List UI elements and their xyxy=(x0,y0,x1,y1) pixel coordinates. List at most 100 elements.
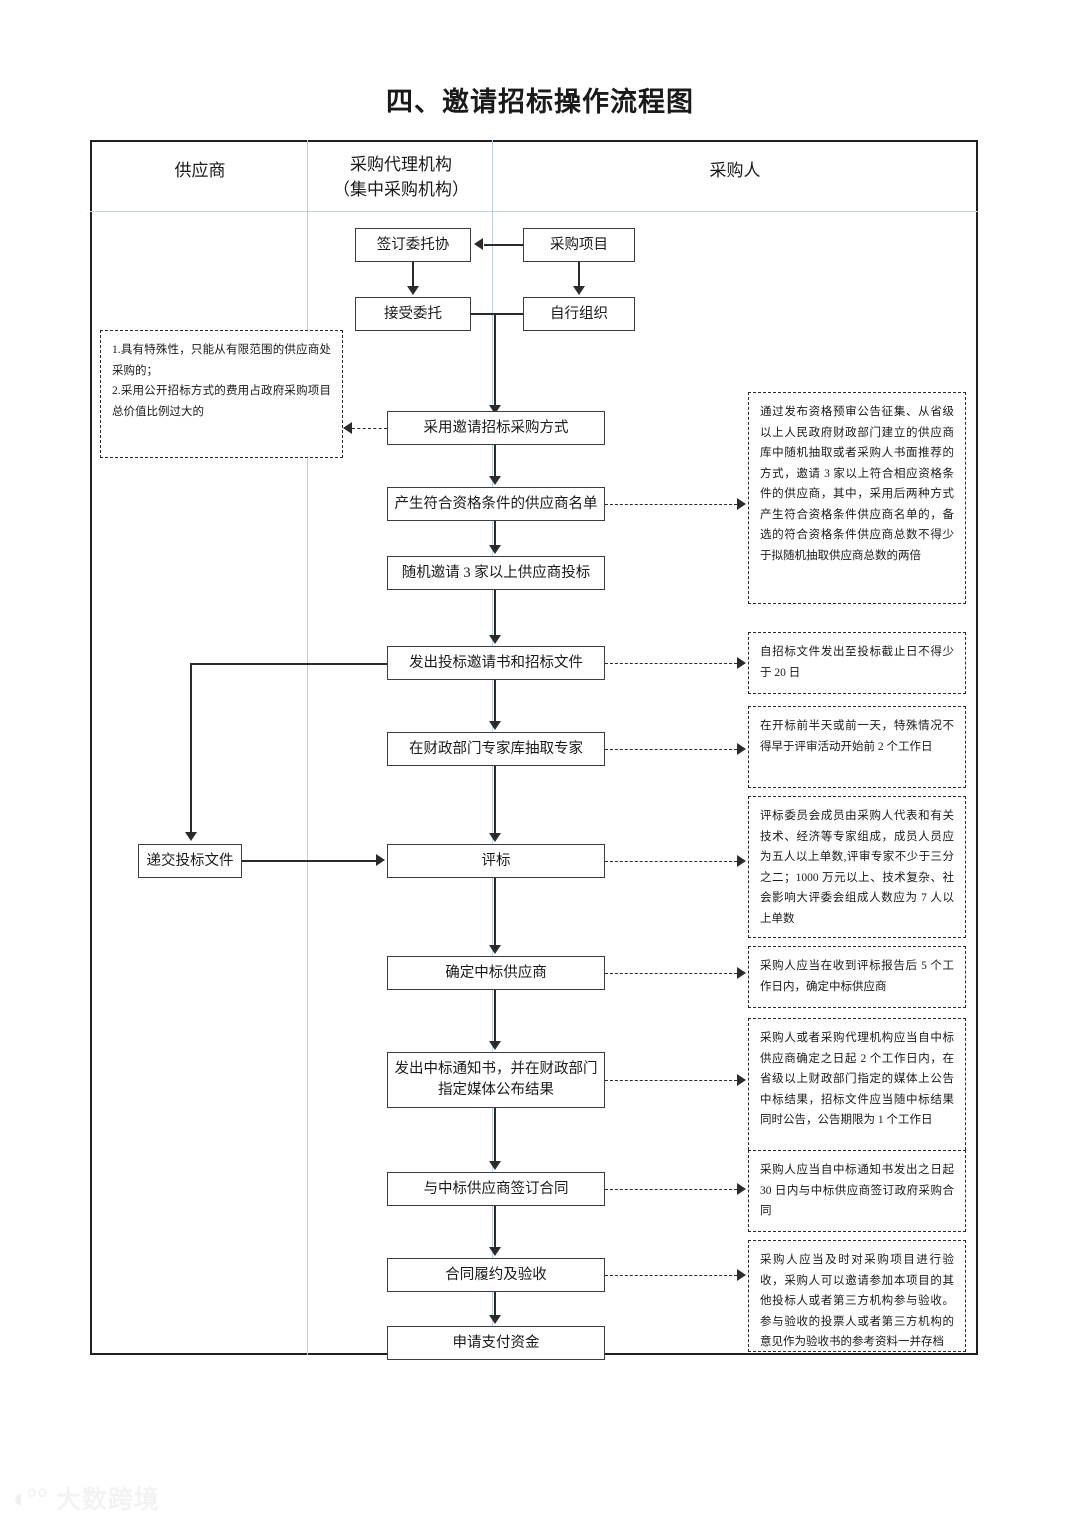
conn-submit-to-evaluate xyxy=(242,860,376,862)
node-issue-docs[interactable]: 发出投标邀请书和招标文件 xyxy=(387,646,605,680)
node-sign-contract[interactable]: 与中标供应商签订合同 xyxy=(387,1172,605,1206)
arrowhead-merge-to-method xyxy=(489,405,501,414)
note-supplier-list-text: 通过发布资格预审公告征集、从省级以上人民政府财政部门建立的供应商库中随机抽取或者… xyxy=(760,406,954,562)
arrowhead-issue-to-submit xyxy=(185,832,197,841)
node-notice-publish[interactable]: 发出中标通知书，并在财政部门 指定媒体公布结果 xyxy=(387,1052,605,1108)
conn-determine-to-note xyxy=(605,973,737,974)
arrowhead-invite-to-issue xyxy=(489,635,501,644)
note-acceptance: 采购人应当及时对采购项目进行验收，采购人可以邀请参加本项目的其他投标人或者第三方… xyxy=(748,1240,966,1352)
arrowhead-method-to-qualified xyxy=(489,476,501,485)
conn-issue-to-note xyxy=(605,663,737,664)
arrowhead-qualified-to-invite xyxy=(489,545,501,554)
conn-qualified-to-note xyxy=(605,504,737,505)
conn-invite-to-issue xyxy=(494,590,496,637)
arrowhead-submit-to-evaluate xyxy=(376,854,385,866)
node-notice-publish-line1: 发出中标通知书，并在财政部门 xyxy=(394,1061,598,1077)
conn-issue-to-experts xyxy=(494,680,496,723)
note-publish-days: 采购人或者采购代理机构应当自中标供应商确定之日起 2 个工作日内，在省级以上财政… xyxy=(748,1018,966,1160)
arrowhead-issue-to-note xyxy=(737,657,746,669)
note-expert-time: 在开标前半天或前一天，特殊情况不得早于评审活动开始前 2 个工作日 xyxy=(748,706,966,788)
arrowhead-method-to-leftnote xyxy=(343,422,352,434)
arrowhead-accept-to-note xyxy=(737,1269,746,1281)
conn-notice-to-contract xyxy=(494,1108,496,1163)
arrowhead-project-to-self xyxy=(573,286,585,295)
lane-header-supplier: 供应商 xyxy=(100,158,300,183)
note-determine-days: 采购人应当在收到评标报告后 5 个工作日内，确定中标供应商 xyxy=(748,946,966,1008)
conn-merge-down xyxy=(494,313,496,407)
note-contract-days: 采购人应当自中标通知书发出之日起 30 日内与中标供应商签订政府采购合同 xyxy=(748,1150,966,1232)
lane-header-divider xyxy=(90,211,978,212)
watermark: ◖°° 大数跨境 xyxy=(10,1480,160,1516)
watermark-logo-icon: ◖°° xyxy=(10,1482,48,1513)
conn-experts-to-evaluate xyxy=(494,766,496,835)
node-pick-experts[interactable]: 在财政部门专家库抽取专家 xyxy=(387,732,605,766)
note-publish-days-text: 采购人或者采购代理机构应当自中标供应商确定之日起 2 个工作日内，在省级以上财政… xyxy=(760,1032,954,1126)
conn-project-to-self xyxy=(578,262,580,288)
arrowhead-contract-to-accept xyxy=(489,1247,501,1256)
conn-determine-to-notice xyxy=(494,990,496,1043)
arrowhead-issue-to-experts xyxy=(489,721,501,730)
arrowhead-determine-to-notice xyxy=(489,1041,501,1050)
conn-issue-to-submit-v xyxy=(190,663,192,833)
conn-method-to-leftnote xyxy=(352,428,387,429)
arrowhead-experts-to-evaluate xyxy=(489,833,501,842)
node-qualified-list[interactable]: 产生符合资格条件的供应商名单 xyxy=(387,487,605,521)
conn-evaluate-to-determine xyxy=(494,878,496,947)
node-submit-bid[interactable]: 递交投标文件 xyxy=(138,844,242,878)
note-acceptance-text: 采购人应当及时对采购项目进行验收，采购人可以邀请参加本项目的其他投标人或者第三方… xyxy=(760,1254,954,1348)
node-notice-publish-line2: 指定媒体公布结果 xyxy=(438,1082,554,1098)
conn-notice-to-note xyxy=(605,1080,737,1081)
conn-qualified-to-invite xyxy=(494,521,496,547)
note-contract-days-text: 采购人应当自中标通知书发出之日起 30 日内与中标供应商签订政府采购合同 xyxy=(760,1164,954,1217)
note-condition-2: 2.采用公开招标方式的费用占政府采购项目总价值比例过大的 xyxy=(112,385,331,418)
note-committee: 评标委员会成员由采购人代表和有关技术、经济等专家组成，成员人员应为五人以上单数,… xyxy=(748,796,966,938)
note-determine-days-text: 采购人应当在收到评标报告后 5 个工作日内，确定中标供应商 xyxy=(760,960,954,993)
arrowhead-notice-to-contract xyxy=(489,1161,501,1170)
arrowhead-evaluate-to-determine xyxy=(489,945,501,954)
node-evaluate[interactable]: 评标 xyxy=(387,844,605,878)
page-title: 四、邀请招标操作流程图 xyxy=(386,87,694,117)
watermark-text: 大数跨境 xyxy=(55,1486,160,1514)
lane-label-supplier: 供应商 xyxy=(174,161,226,180)
conn-accept-to-note xyxy=(605,1275,737,1276)
lane-divider-1 xyxy=(307,140,308,1355)
node-apply-payment[interactable]: 申请支付资金 xyxy=(387,1326,605,1360)
arrowhead-notice-to-note xyxy=(737,1074,746,1086)
arrowhead-evaluate-to-note xyxy=(737,855,746,867)
lane-header-purchaser: 采购人 xyxy=(500,158,970,183)
arrowhead-qualified-to-note xyxy=(737,498,746,510)
conn-project-to-sign xyxy=(484,244,523,246)
note-committee-text: 评标委员会成员由采购人代表和有关技术、经济等专家组成，成员人员应为五人以上单数,… xyxy=(760,810,954,925)
node-sign-entrust[interactable]: 签订委托协 xyxy=(355,228,471,262)
conn-issue-to-submit-h xyxy=(190,663,387,665)
lane-label-purchaser: 采购人 xyxy=(709,161,761,180)
node-perform-accept[interactable]: 合同履约及验收 xyxy=(387,1258,605,1292)
note-expert-time-text: 在开标前半天或前一天，特殊情况不得早于评审活动开始前 2 个工作日 xyxy=(760,720,954,753)
note-supplier-list: 通过发布资格预审公告征集、从省级以上人民政府财政部门建立的供应商库中随机抽取或者… xyxy=(748,392,966,604)
conn-evaluate-to-note xyxy=(605,861,737,862)
note-doc-deadline: 自招标文件发出至投标截止日不得少于 20 日 xyxy=(748,632,966,694)
node-accept-entrust[interactable]: 接受委托 xyxy=(355,297,471,331)
note-doc-deadline-text: 自招标文件发出至投标截止日不得少于 20 日 xyxy=(760,646,954,679)
arrowhead-experts-to-note xyxy=(737,743,746,755)
conn-experts-to-note xyxy=(605,749,737,750)
conn-contract-to-accept xyxy=(494,1206,496,1249)
lane-header-agency: 采购代理机构 （集中采购机构） xyxy=(312,152,490,202)
note-invite-conditions: 1.具有特殊性，只能从有限范围的供应商处采购的； 2.采用公开招标方式的费用占政… xyxy=(100,330,343,458)
node-invite-three[interactable]: 随机邀请 3 家以上供应商投标 xyxy=(387,556,605,590)
conn-method-to-qualified xyxy=(494,445,496,478)
conn-accept-to-payment xyxy=(494,1292,496,1317)
lane-label-agency: 采购代理机构 xyxy=(350,155,452,174)
note-condition-1: 1.具有特殊性，只能从有限范围的供应商处采购的； xyxy=(112,344,331,377)
arrowhead-project-to-sign xyxy=(474,238,483,250)
conn-sign-to-accept xyxy=(412,262,414,288)
arrowhead-sign-to-accept xyxy=(407,286,419,295)
lane-label-agency-sub: （集中采购机构） xyxy=(333,180,469,199)
node-self-organize[interactable]: 自行组织 xyxy=(523,297,635,331)
node-project[interactable]: 采购项目 xyxy=(523,228,635,262)
node-determine-winner[interactable]: 确定中标供应商 xyxy=(387,956,605,990)
node-method[interactable]: 采用邀请招标采购方式 xyxy=(387,411,605,445)
arrowhead-accept-to-payment xyxy=(489,1315,501,1324)
arrowhead-contract-to-note xyxy=(737,1183,746,1195)
